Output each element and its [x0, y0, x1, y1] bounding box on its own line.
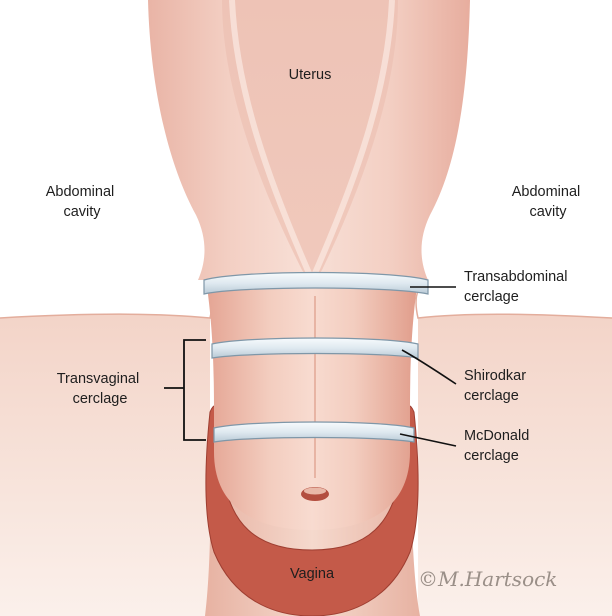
- label-transabdominal-cerclage: Transabdominal cerclage: [464, 269, 571, 305]
- peritoneal-fold: [0, 282, 212, 318]
- external-os-highlight: [304, 488, 326, 495]
- label-vagina: Vagina: [290, 566, 335, 582]
- label-abdominal-cavity-left: Abdominal cavity: [46, 184, 119, 220]
- label-uterus: Uterus: [289, 67, 332, 83]
- peritoneal-tissue: [0, 314, 210, 616]
- label-abdominal-cavity-right: Abdominal cavity: [512, 184, 585, 220]
- artist-signature: ©M.Hartsock: [418, 567, 557, 591]
